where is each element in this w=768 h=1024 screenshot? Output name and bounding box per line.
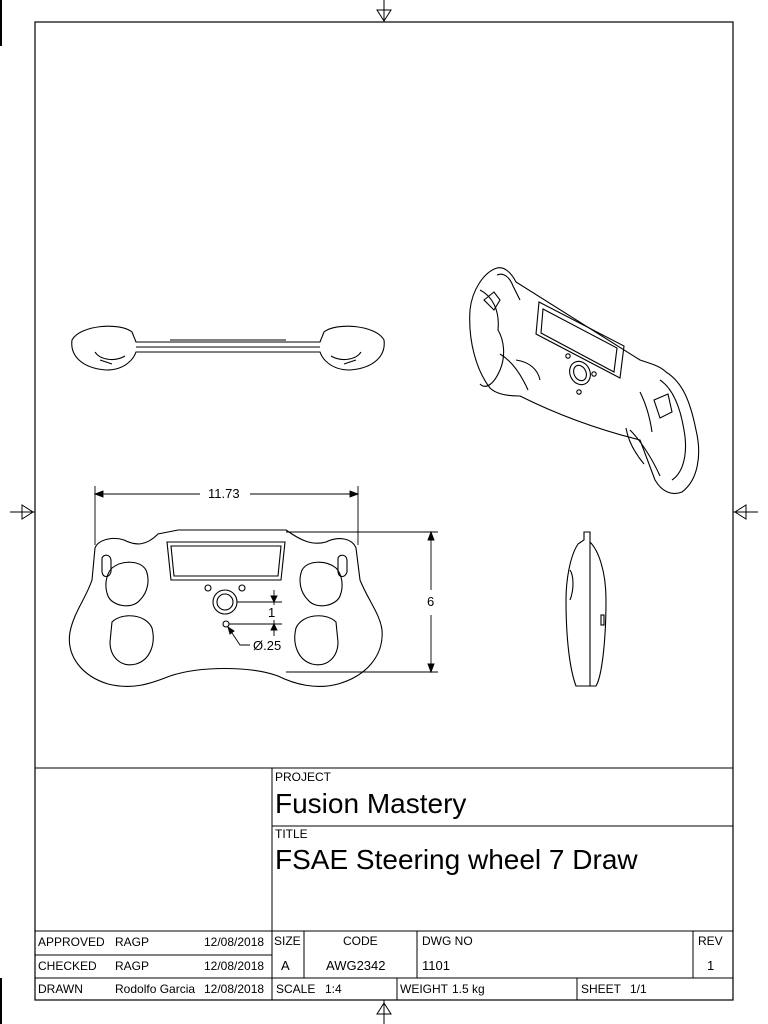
dwg-no-value: 1101 [422,958,450,973]
checked-by: RAGP [115,959,150,973]
dimension-lines [93,486,438,674]
edge-mark [0,978,2,1024]
project-label: PROJECT [275,770,332,784]
checked-date: 12/08/2018 [204,959,265,973]
title-label: TITLE [275,827,308,841]
dwg-no-label: DWG NO [422,934,473,948]
centering-mark-left [10,504,35,520]
size-label: SIZE [274,934,301,948]
side-view [565,531,607,687]
hole-dimension: Ø.25 [253,638,282,653]
rev-label: REV [698,934,723,948]
sheet-value: 1/1 [630,982,647,996]
front-view [68,529,383,687]
code-value: AWG2342 [326,958,386,973]
weight-value: 1.5 kg [452,982,485,996]
drawn-by: Rodolfo Garcia [115,982,196,996]
approved-by: RAGP [115,935,150,949]
project-name: Fusion Mastery [275,788,467,819]
centering-mark-right [733,504,758,520]
drawing-title: FSAE Steering wheel 7 Draw [275,844,638,875]
scale-label: SCALE [276,982,316,996]
approved-label: APPROVED [38,935,105,949]
scale-value: 1:4 [325,982,342,996]
title-block-grid [35,767,733,1000]
top-view [71,325,385,371]
height-dimension: 6 [425,594,437,609]
edge-mark [0,0,2,46]
checked-label: CHECKED [38,959,97,973]
sheet-label: SHEET [581,982,622,996]
rev-value: 1 [707,958,715,973]
size-value: A [281,958,290,973]
centering-mark-top [376,0,392,22]
width-dimension: 11.73 [206,486,242,501]
isometric-view [469,267,700,495]
code-label: CODE [343,934,378,948]
centering-mark-bottom [376,1000,392,1024]
spacing-dimension: 1 [266,605,278,620]
drawn-date: 12/08/2018 [204,982,265,996]
drawn-label: DRAWN [38,982,83,996]
approved-date: 12/08/2018 [204,935,265,949]
weight-label: WEIGHT [400,982,448,996]
